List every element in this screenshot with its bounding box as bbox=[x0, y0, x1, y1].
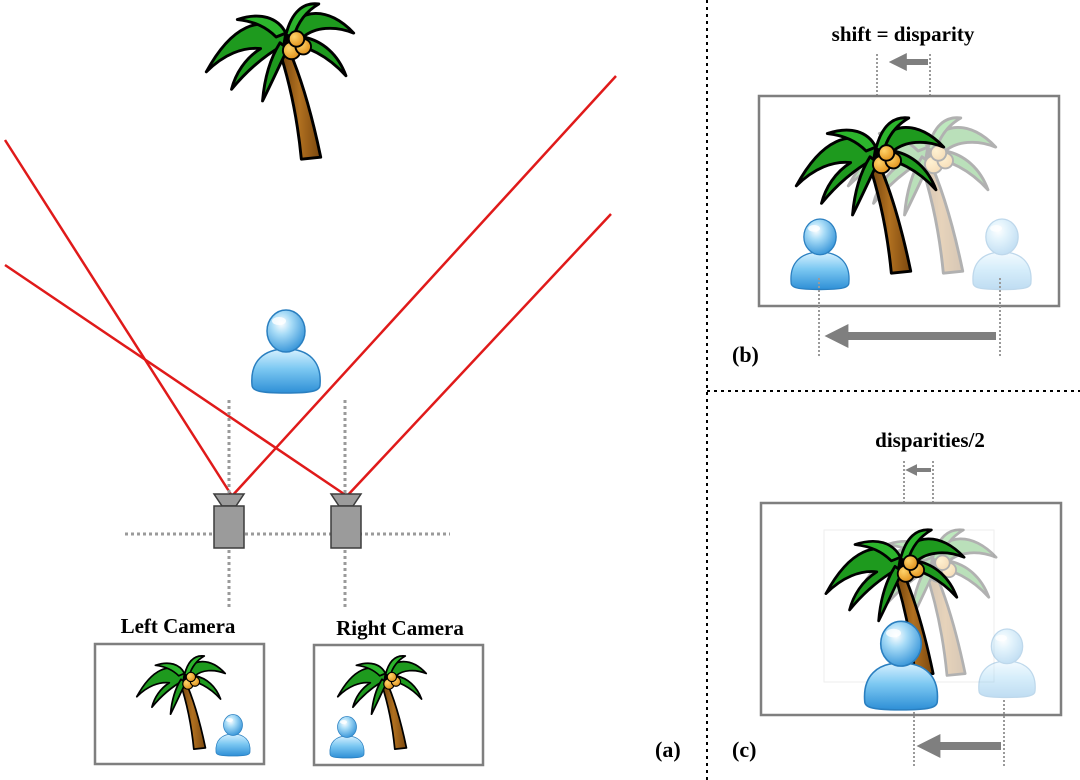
panel-b: shift = disparity (b) bbox=[732, 22, 1061, 367]
left-camera-ray-left bbox=[3, 139, 234, 497]
palm-tree-icon bbox=[204, 2, 356, 161]
left-camera-icon bbox=[213, 493, 245, 549]
half-disparity-label: disparities/2 bbox=[875, 428, 985, 452]
disparity-shift-label: shift = disparity bbox=[832, 22, 975, 46]
right-camera-label: Right Camera bbox=[336, 616, 464, 640]
panel-c: disparities/2 (c) bbox=[732, 428, 1063, 768]
panel-c-label: (c) bbox=[732, 737, 756, 762]
right-camera-ray-right bbox=[346, 213, 612, 497]
person-icon bbox=[251, 309, 321, 394]
left-camera-label: Left Camera bbox=[121, 614, 236, 638]
panel-a: Left Camera Right Camera (a) bbox=[3, 2, 681, 767]
panel-b-label: (b) bbox=[732, 342, 759, 367]
right-camera-icon bbox=[330, 493, 362, 549]
left-camera-ray-right bbox=[231, 75, 617, 497]
panel-a-label: (a) bbox=[655, 737, 681, 762]
right-camera-ray-left bbox=[4, 263, 348, 498]
